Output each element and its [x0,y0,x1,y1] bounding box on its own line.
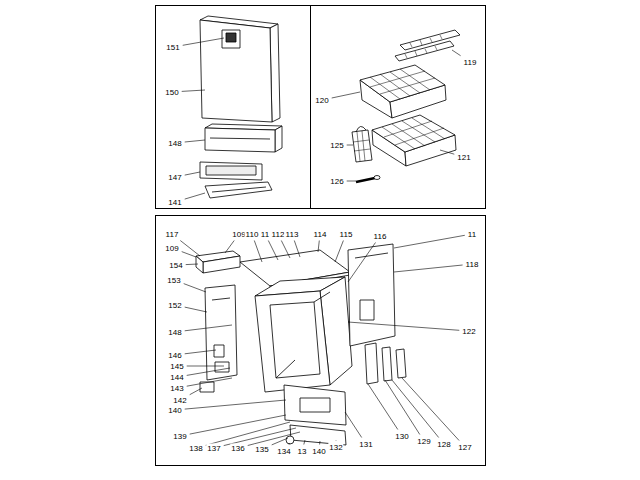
callout-number: 136 [230,444,245,453]
callout-number: 115 [339,230,354,239]
callout-number: 109 [164,244,179,253]
callout-number: 134 [276,447,291,456]
leader-line [304,440,305,445]
leader-line [186,264,198,266]
callout-number: 148 [167,328,182,337]
leader-line [187,368,230,375]
callout-number: 11 [467,230,477,239]
callout-number: 121 [456,153,471,162]
callout-number: 117 [165,230,180,239]
leader-line [184,284,206,292]
leader-line [348,243,376,283]
callout-number: 131 [358,440,373,449]
panel-frame [156,6,311,209]
leader-line [392,380,439,438]
leader-line [347,145,353,146]
callout-number: 119 [463,58,478,67]
callout-number: 138 [188,444,203,453]
leader-line [185,350,216,354]
callout-number: 13 [297,447,308,456]
callout-number: 122 [461,327,476,336]
callout-number: 128 [436,440,451,449]
leader-line [248,432,300,446]
leader-line [332,92,360,98]
leader-line [185,140,205,142]
leader-line [185,193,205,199]
callout-number: 144 [169,373,184,382]
callout-number: 112 [271,230,286,239]
leader-line [185,325,232,331]
leader-line [385,380,420,435]
callout-number: 120 [314,96,329,105]
leader-line [336,440,337,442]
leader-line [187,366,224,367]
callout-number: 129 [416,437,431,446]
leader-line [182,252,196,257]
leader-line [319,441,320,445]
leader-line [182,90,205,91]
leader-line [190,415,286,434]
callout-number: 142 [172,396,187,405]
leader-line [180,241,200,257]
leader-line [394,235,465,248]
callout-number: 125 [329,141,344,150]
leader-line [345,412,362,438]
panel-frame [156,216,486,466]
callout-number: 145 [169,362,184,371]
callout-number: 151 [165,43,180,52]
callout-number: 154 [168,261,183,270]
leader-line [452,50,461,56]
callout-number: 152 [167,301,182,310]
callout-number: 147 [167,173,182,182]
callout-number: 114 [313,230,328,239]
callout-number: 127 [457,443,472,452]
leader-line [440,150,454,154]
leader-line [185,400,286,409]
callout-number: 148 [167,139,182,148]
leader-line [368,384,398,430]
callout-number: 118 [465,260,480,269]
callout-number: 137 [206,444,221,453]
leader-line [347,181,356,182]
callout-number: 140 [311,447,326,456]
leader-line [348,322,459,330]
leader-line [289,443,290,445]
leader-line [272,438,288,445]
leader-line [185,307,207,312]
callout-number: 132 [328,443,343,452]
callout-number: 153 [166,276,181,285]
panel-frame [311,6,486,209]
leader-line [402,378,459,441]
callout-number: 113 [285,230,300,239]
leader-line [190,388,202,395]
callout-number: 110 [245,230,260,239]
callout-number: 126 [329,177,344,186]
leader-line [185,172,200,175]
callout-number: 11 [260,230,270,239]
callout-number: 150 [164,88,179,97]
callout-number: 140 [167,406,182,415]
leader-line [206,422,290,445]
leader-line [183,38,224,45]
callout-number: 130 [394,432,409,441]
callout-number: 146 [167,351,182,360]
callout-number: 135 [254,445,269,454]
leader-line [294,241,300,258]
leader-line [254,241,262,263]
callout-number: 139 [172,432,187,441]
leader-line [318,241,319,253]
callout-number: 143 [169,384,184,393]
leader-line [281,241,290,259]
leader-line [268,241,278,261]
callout-number: 116 [373,232,388,241]
leader-line [335,241,343,263]
callout-number: 141 [167,198,182,207]
leader-line [187,378,232,386]
leader-line [225,241,234,254]
leader-line [394,265,463,272]
